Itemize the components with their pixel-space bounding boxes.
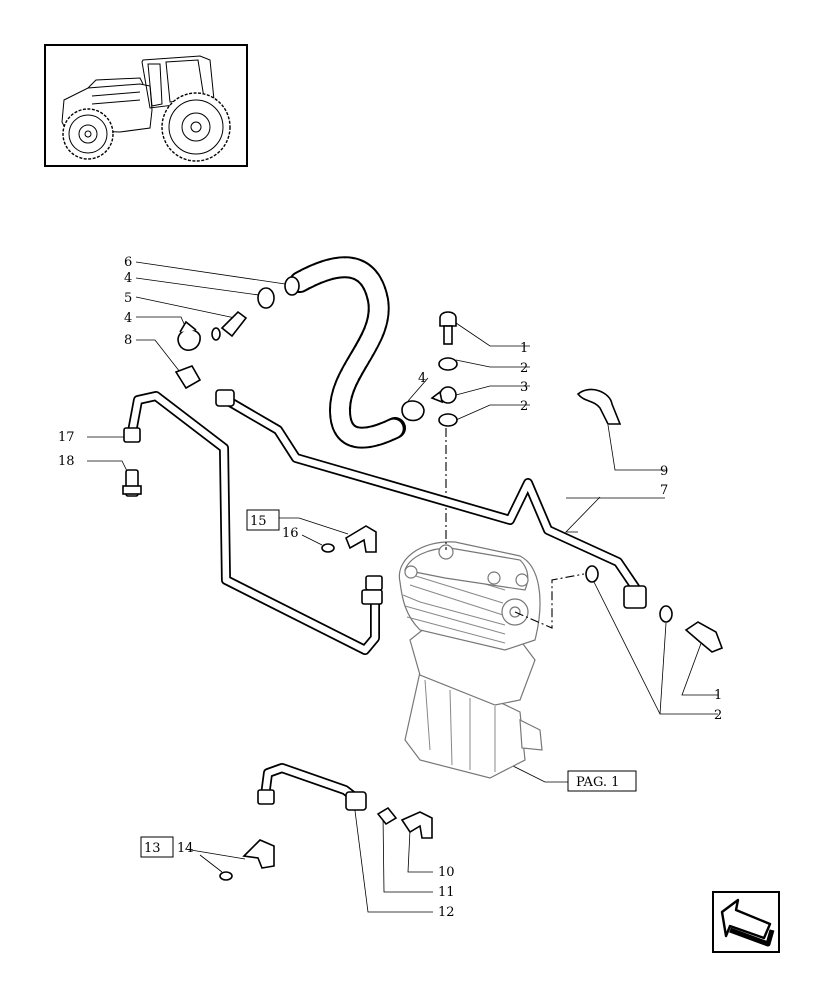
- label-12: 12: [438, 905, 455, 920]
- label-8: 8: [124, 333, 132, 348]
- label-16: 16: [282, 526, 299, 541]
- fittings: [122, 276, 724, 881]
- pipe-12: [260, 763, 363, 805]
- pipe-7: [225, 397, 642, 595]
- label-2c: 2: [714, 708, 722, 723]
- label-15: 15: [250, 514, 267, 529]
- label-6: 6: [124, 255, 132, 270]
- tractor-thumbnail-icon[interactable]: [44, 44, 248, 167]
- label-11: 11: [438, 885, 455, 900]
- label-4a: 4: [124, 271, 132, 286]
- pipe-left: [127, 391, 380, 655]
- label-3: 3: [520, 380, 528, 395]
- label-5: 5: [124, 291, 132, 306]
- callout-labels: 6 4 5 4 8 4 1 2 3 2 9 7 17 18 15 16 1 2 …: [58, 255, 722, 920]
- label-2a: 2: [520, 361, 528, 376]
- label-9: 9: [660, 464, 668, 479]
- label-13: 13: [144, 841, 161, 856]
- label-2b: 2: [520, 399, 528, 414]
- reference-boxes: [140, 509, 637, 858]
- assembly-lines: [445, 428, 585, 629]
- air-compressor: [398, 541, 543, 779]
- next-page-arrow-icon[interactable]: [712, 891, 780, 953]
- label-10: 10: [438, 865, 455, 880]
- label-4c: 4: [418, 371, 426, 386]
- label-14: 14: [177, 841, 194, 856]
- label-4b: 4: [124, 311, 132, 326]
- label-1a: 1: [520, 341, 528, 356]
- label-7: 7: [660, 483, 668, 498]
- label-pag: PAG. 1: [576, 775, 619, 790]
- leader-lines: [87, 261, 718, 913]
- label-17: 17: [58, 430, 75, 445]
- label-18: 18: [58, 454, 75, 469]
- hose-6: [289, 256, 406, 449]
- label-1b: 1: [714, 688, 722, 703]
